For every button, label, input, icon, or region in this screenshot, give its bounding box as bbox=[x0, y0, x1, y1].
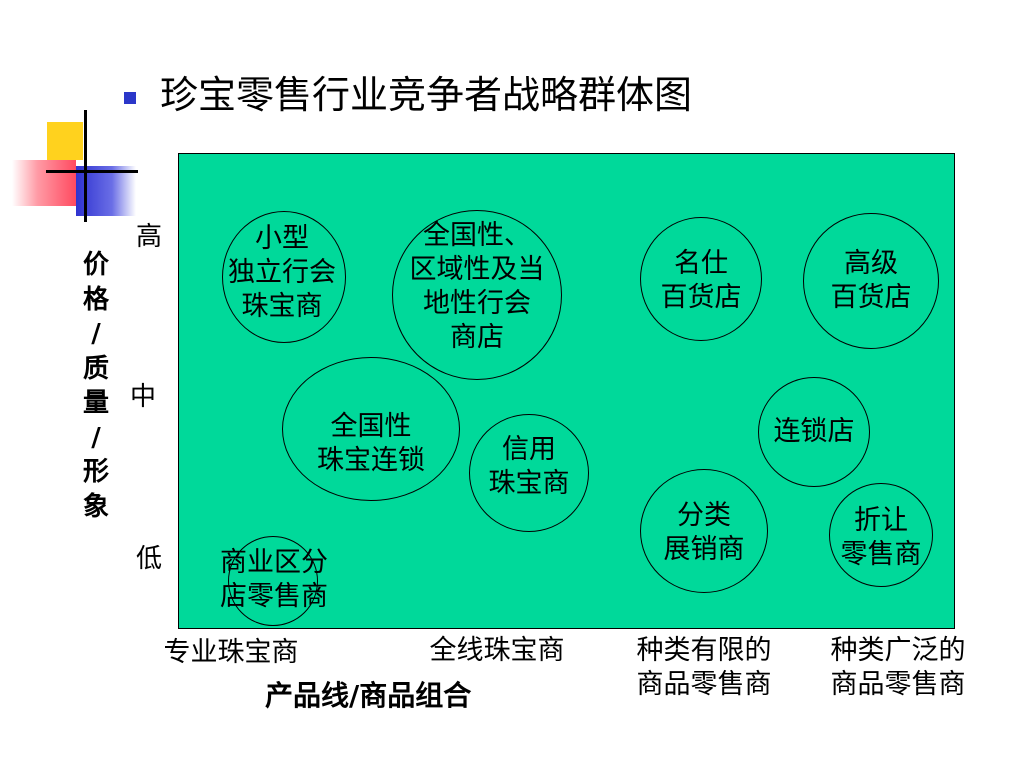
x-category-label: 专业珠宝商 bbox=[163, 637, 299, 668]
group-label: 连锁店 bbox=[773, 416, 855, 447]
decorative-horizontal-line bbox=[46, 170, 138, 173]
decorative-red-square bbox=[12, 160, 76, 206]
decorative-vertical-line bbox=[84, 110, 87, 222]
group-circle-small-independent-jewelers bbox=[222, 211, 346, 343]
group-circle-chain-stores bbox=[758, 377, 870, 487]
group-circle-discount-retailers bbox=[829, 483, 933, 587]
group-label: 折让 零售商 bbox=[840, 505, 922, 570]
group-circle-branch-retailers bbox=[228, 536, 318, 626]
slide-title: 珍宝零售行业竞争者战略群体图 bbox=[160, 73, 693, 117]
group-label: 名仕 百货店 bbox=[660, 248, 742, 313]
group-circle-catalog-showrooms bbox=[640, 469, 768, 593]
x-category-label: 全线珠宝商 bbox=[429, 635, 565, 666]
y-axis-label: 价 格 / 质 量 / 形 象 bbox=[82, 250, 109, 522]
group-circle-upscale-department-stores bbox=[803, 213, 939, 349]
group-circle-national-jewelry-chains bbox=[282, 357, 460, 501]
y-level-high: 高 bbox=[136, 222, 163, 252]
x-category-label: 种类有限的 商品零售商 bbox=[636, 635, 772, 700]
y-level-medium: 中 bbox=[130, 382, 157, 412]
x-category-label: 种类广泛的 商品零售商 bbox=[830, 635, 966, 700]
y-level-low: 低 bbox=[136, 544, 163, 574]
group-label: 小型 独立行会 珠宝商 bbox=[228, 223, 336, 322]
group-circle-credit-jewelers bbox=[469, 414, 589, 532]
group-label: 全国性、 区域性及当 地性行会 商店 bbox=[409, 220, 545, 353]
group-label: 商业区分 店零售商 bbox=[220, 547, 328, 612]
x-axis-label: 产品线/商品组合 bbox=[265, 679, 472, 712]
group-label: 全国性 珠宝连锁 bbox=[317, 411, 425, 476]
title-bullet bbox=[124, 92, 136, 104]
group-circle-prestige-department-stores bbox=[640, 217, 762, 341]
group-label: 高级 百货店 bbox=[830, 248, 912, 313]
group-label: 分类 展销商 bbox=[663, 500, 745, 565]
decorative-yellow-square bbox=[47, 122, 83, 160]
group-circle-guild-stores bbox=[392, 210, 562, 380]
group-label: 信用 珠宝商 bbox=[488, 434, 570, 499]
